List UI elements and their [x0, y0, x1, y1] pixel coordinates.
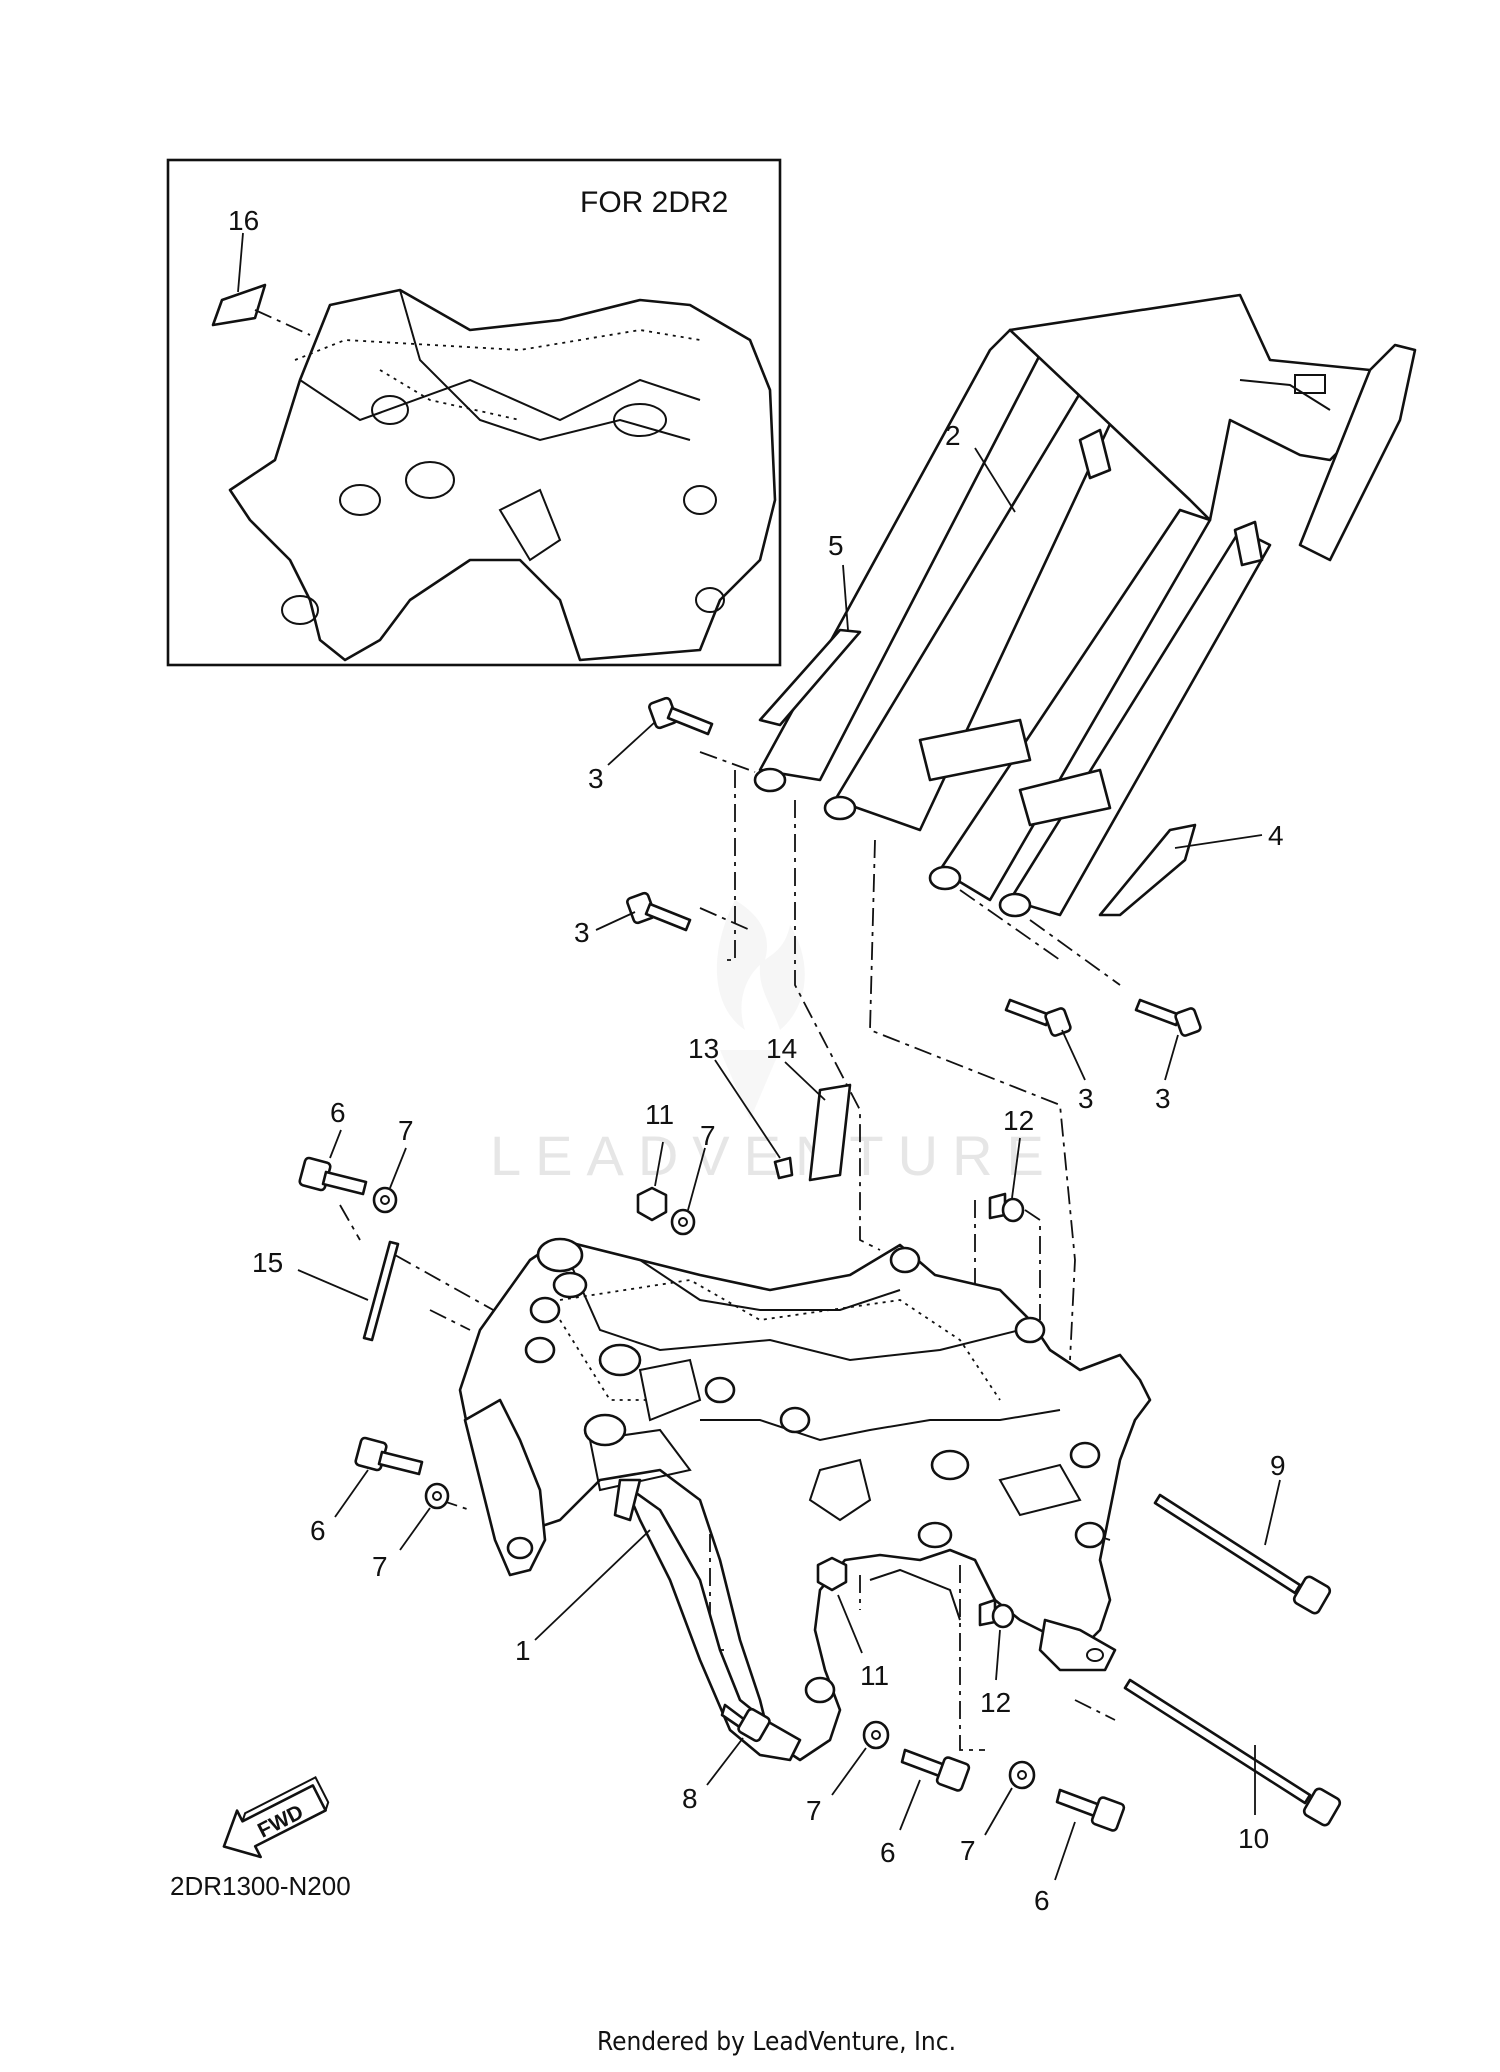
diagram-code: 2DR1300-N200	[170, 1871, 351, 1901]
callout-8: 8	[682, 1783, 698, 1814]
collar-12a	[988, 1192, 1025, 1223]
fwd-arrow-icon: FWD	[222, 1776, 330, 1859]
callout-7b: 7	[372, 1551, 388, 1582]
callout-12a: 12	[1003, 1105, 1034, 1136]
footer-credit: Rendered by LeadVenture, Inc.	[597, 2027, 956, 2057]
callout-1: 1	[515, 1635, 531, 1666]
inset-title: FOR 2DR2	[580, 186, 728, 219]
callout-3d: 3	[1155, 1083, 1171, 1114]
bolt-6a	[298, 1156, 368, 1196]
damper-5	[758, 628, 862, 727]
callout-2: 2	[945, 420, 961, 451]
callout-4: 4	[1268, 820, 1284, 851]
clip-13	[773, 1156, 794, 1180]
callout-3a: 3	[588, 763, 604, 794]
callout-7a: 7	[398, 1115, 414, 1146]
callout-11b: 11	[860, 1660, 889, 1691]
callout-3b: 3	[574, 917, 590, 948]
callout-6c: 6	[880, 1837, 896, 1868]
callout-5: 5	[828, 530, 844, 561]
washer-7e	[1008, 1760, 1036, 1790]
nut-11b	[816, 1556, 848, 1592]
callout-11a: 11	[645, 1099, 674, 1130]
callout-13: 13	[688, 1033, 719, 1064]
main-frame-1	[458, 1237, 1152, 1762]
watermark-text: LEADVENTURE	[490, 1124, 1058, 1187]
nut-11a	[636, 1186, 668, 1222]
bolt-3a	[648, 696, 714, 736]
bolt-3b	[626, 891, 692, 932]
spacer-15	[362, 1240, 400, 1342]
decal-16	[211, 283, 311, 336]
bolt-10	[1123, 1678, 1342, 1827]
bolt-3c	[1004, 998, 1072, 1037]
callout-10: 10	[1238, 1823, 1269, 1854]
bolt-8	[720, 1703, 771, 1743]
callout-16: 16	[228, 205, 259, 236]
callout-7c: 7	[700, 1120, 716, 1151]
bolt-3d	[1134, 998, 1202, 1037]
inset-box: FOR 2DR2 16	[166, 158, 782, 667]
callout-6d: 6	[1034, 1885, 1050, 1916]
callout-7d: 7	[806, 1795, 822, 1826]
callout-6b: 6	[310, 1515, 326, 1546]
washer-7b	[424, 1482, 450, 1510]
collar-12b	[978, 1598, 1015, 1629]
damper-4	[1098, 823, 1197, 917]
callout-3c: 3	[1078, 1083, 1094, 1114]
bolt-6c	[900, 1748, 971, 1792]
callout-9: 9	[1270, 1450, 1286, 1481]
callout-14: 14	[766, 1033, 797, 1064]
inset-frame-drawing	[228, 288, 777, 662]
callout-6a: 6	[330, 1097, 346, 1128]
bolt-9	[1153, 1493, 1332, 1615]
rear-frame-2	[753, 293, 1417, 918]
washer-7a	[372, 1186, 398, 1214]
callout-15: 15	[252, 1247, 283, 1278]
watermark-logo-icon	[716, 900, 805, 1120]
bolt-6d	[1055, 1788, 1126, 1832]
decal-14	[808, 1083, 852, 1182]
washer-7c	[670, 1208, 696, 1236]
callout-7e: 7	[960, 1835, 976, 1866]
callout-12b: 12	[980, 1687, 1011, 1718]
watermark: LEADVENTURE	[490, 900, 1058, 1187]
washer-7d	[862, 1720, 890, 1750]
bolt-6b	[354, 1436, 424, 1476]
